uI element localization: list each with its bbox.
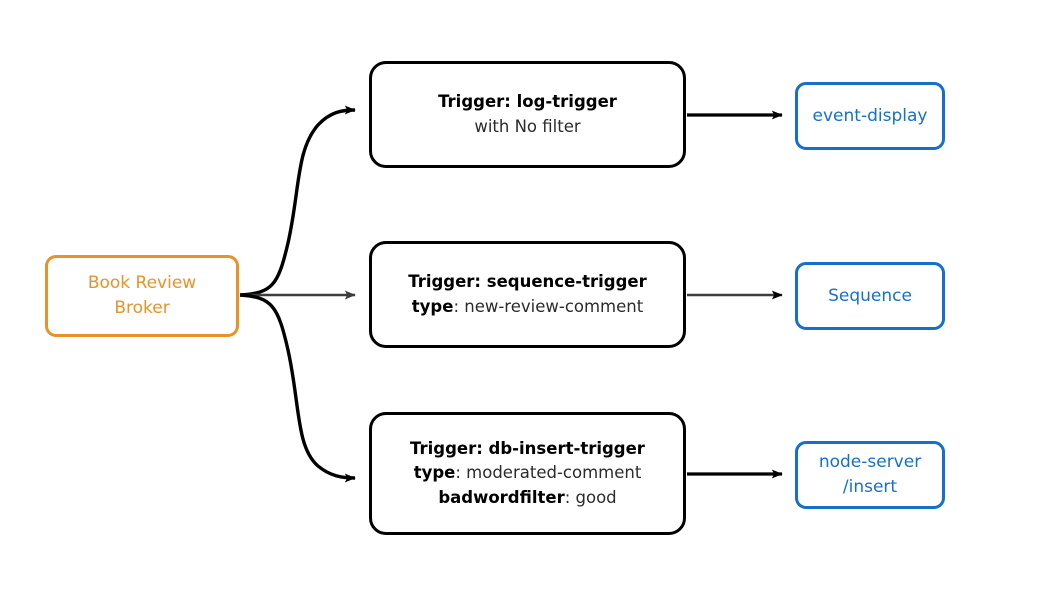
broker-label-line1: Book Review — [87, 273, 197, 294]
trigger-line: with No filter — [474, 115, 580, 139]
trigger-line: type: moderated-comment — [414, 461, 642, 485]
trigger-line-key: Trigger: log-trigger — [438, 92, 617, 112]
edge-broker-to-db-insert-trigger — [239, 293, 356, 483]
target-label-line1: node-server — [818, 452, 922, 473]
trigger-line-value: : new-review-comment — [453, 296, 644, 316]
trigger-line-key: Trigger: db-insert-trigger — [410, 438, 645, 458]
node-trigger-log-trigger[interactable]: Trigger: log-trigger with No filter — [369, 61, 686, 168]
node-trigger-sequence-trigger[interactable]: Trigger: sequence-trigger type: new-revi… — [369, 241, 686, 348]
node-event-display[interactable]: event-display — [795, 82, 945, 150]
trigger-line-value: : good — [564, 487, 617, 507]
trigger-line-key: badwordfilter — [438, 487, 565, 507]
node-trigger-db-insert-trigger[interactable]: Trigger: db-insert-trigger type: moderat… — [369, 412, 686, 535]
target-label-line1: Sequence — [828, 285, 912, 306]
node-node-server-insert[interactable]: node-server /insert — [795, 441, 945, 509]
trigger-line-key: type — [411, 296, 454, 316]
edge-broker-to-log-trigger — [239, 105, 356, 297]
node-book-review-broker[interactable]: Book Review Broker — [45, 255, 239, 337]
trigger-line-value: : moderated-comment — [455, 463, 642, 483]
trigger-line: Trigger: log-trigger — [438, 90, 617, 114]
target-label-line2: /insert — [842, 477, 898, 497]
trigger-line: Trigger: db-insert-trigger — [410, 437, 645, 461]
target-label-line1: event-display — [812, 105, 928, 126]
trigger-line: badwordfilter: good — [438, 486, 616, 510]
trigger-line-key: type — [413, 463, 456, 483]
node-sequence[interactable]: Sequence — [795, 262, 945, 330]
broker-label-line2: Broker — [114, 298, 170, 318]
trigger-line: type: new-review-comment — [412, 295, 643, 319]
trigger-line-value: with No filter — [474, 116, 581, 136]
trigger-line: Trigger: sequence-trigger — [408, 270, 647, 294]
trigger-line-key: Trigger: sequence-trigger — [408, 272, 647, 292]
